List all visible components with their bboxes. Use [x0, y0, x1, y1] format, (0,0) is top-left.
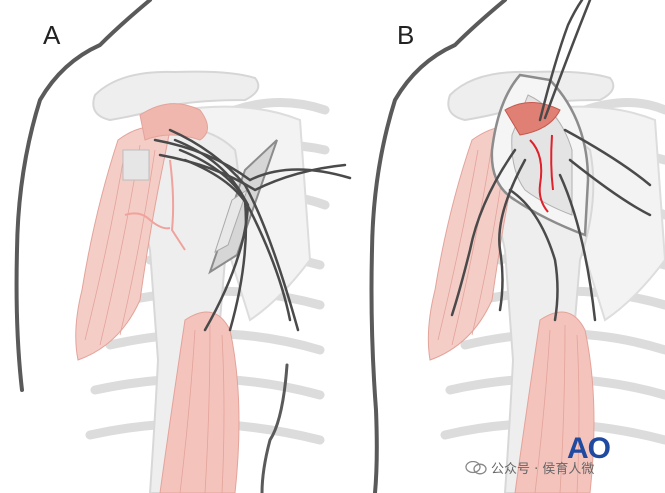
panel-a-axilla-outline — [260, 363, 289, 493]
panel-a-rotator-cuff — [139, 103, 208, 141]
panel-a-drawing — [14, 0, 352, 493]
panel-a-body-outline — [14, 0, 152, 392]
panel-b-exposed-tendon — [504, 102, 561, 136]
panel-b-body-outline — [369, 0, 507, 493]
panel-b-drawing — [369, 0, 665, 493]
panel-b-biceps — [514, 311, 595, 493]
watermark-text: 公众号 · 侯育人微 — [491, 462, 595, 477]
wechat-icon — [465, 460, 487, 475]
ao-logo: AO — [567, 432, 611, 465]
panel-a-biceps — [159, 311, 240, 493]
panel-b-fracture-lines — [529, 134, 554, 213]
panel-a-label: A — [43, 20, 61, 50]
panel-b-label: B — [397, 20, 415, 50]
panel-a-clavicle — [92, 70, 260, 122]
panel-a-sutures — [153, 128, 352, 332]
panel-a-fracture-lines — [124, 159, 186, 251]
watermark: 公众号 · 侯育人微 — [465, 458, 594, 477]
panel-b-sutures — [450, 0, 652, 322]
